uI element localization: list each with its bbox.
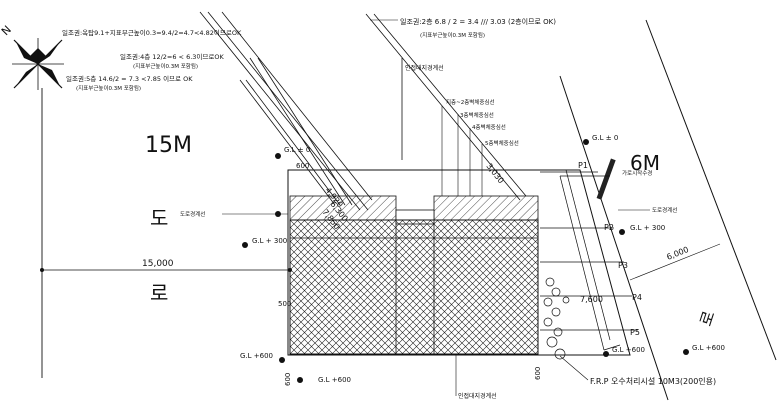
dim-600-a: 600 [284, 373, 292, 386]
site-boundary [287, 169, 631, 356]
building-upper-block-right [433, 195, 539, 221]
road-east-edge-2 [645, 19, 777, 361]
road-east-width: 6M [630, 151, 660, 175]
label-floor2-center: 지층~2층벽체중심선 [446, 98, 495, 106]
level-gl-zero-right: G.L ± 0 [592, 134, 618, 142]
note-sunlight-4f: 일조권:4층 12/2=6 < 6.3이므로OK [120, 52, 224, 61]
note-sunlight-5f-sub: (지표부근높이0.3M 포함됨) [76, 84, 141, 92]
septic-label: F.R.P 오수처리시설 10M3(200인용) [590, 376, 716, 386]
level-gl-zero-left: G.L ± 0 [284, 146, 310, 154]
parking-p2: P2 [604, 223, 614, 232]
road-west-name-bottom: 로 [150, 281, 168, 305]
building-upper-block-left [289, 195, 397, 221]
north-label: N [0, 23, 14, 38]
level-gl-600-right: G.L +600 [612, 346, 645, 354]
road-east-name: 로 [696, 309, 719, 329]
dim-3030: 3,030 [484, 162, 505, 186]
level-gl-600-far-right: G.L +600 [692, 344, 725, 352]
dim-6000: 6,000 [665, 245, 690, 262]
road-boundary-east-label: 도로경계선 [652, 206, 677, 214]
parking-area [540, 169, 638, 351]
label-floor3-center: 3층벽체중심선 [460, 111, 494, 119]
road-west-name-top: 도 [150, 206, 168, 230]
note-sunlight-2f-sub: (지표부근높이0.3M 포함됨) [420, 31, 485, 39]
building-footprint [289, 219, 539, 355]
adjacent-boundary-bottom: 인접대지경계선 [458, 392, 497, 400]
sunlight-diagonals [199, 11, 527, 211]
label-floor5-center: 5층벽체중심선 [485, 139, 519, 147]
label-floor4-center: 4층벽체중심선 [472, 123, 506, 131]
level-marker-icon [242, 139, 689, 383]
road-east-edge-1 [559, 75, 669, 401]
level-gl-300-right: G.L + 300 [630, 224, 665, 232]
level-gl-600-left: G.L +600 [240, 352, 273, 360]
level-gl-300-left: G.L + 300 [252, 237, 287, 245]
north-arrow-icon [12, 38, 64, 90]
note-sunlight-4f-sub: (지표부근높이0.3M 포함됨) [133, 62, 198, 70]
dim-15000: 15,000 [142, 259, 174, 269]
dim-500: 500 [278, 300, 291, 308]
adjacent-boundary-top: 인접대지경계선 [405, 64, 444, 72]
level-gl-600-bottom: G.L +600 [318, 376, 351, 384]
parking-p5: P5 [630, 328, 640, 337]
setback-marker [596, 158, 616, 200]
parking-p3: P3 [618, 261, 628, 270]
note-sunlight-rooftop: 일조권:옥탑9.1+지표부근높이0.3=9.4/2=4.7<4.82이므로OK [62, 28, 242, 37]
road-boundary-west-label: 도로경계선 [180, 210, 205, 218]
dim-7600: 7,600 [580, 295, 603, 304]
landscaping [543, 277, 570, 360]
road-west-width: 15M [145, 133, 192, 158]
dim-600-b: 600 [534, 367, 542, 380]
parking-p4: P4 [632, 293, 642, 302]
note-sunlight-5f: 일조권:5층 14.6/2 = 7.3 <7.85 이므로 OK [66, 74, 193, 83]
note-sunlight-2f: 일조권:2층 6.8 / 2 = 3.4 /// 3.03 (2층이므로 OK) [400, 17, 556, 26]
dim-600-c: 600 [296, 162, 309, 170]
parking-p1: P1 [578, 161, 588, 170]
setback-label: 가로시작수경 [622, 169, 652, 177]
